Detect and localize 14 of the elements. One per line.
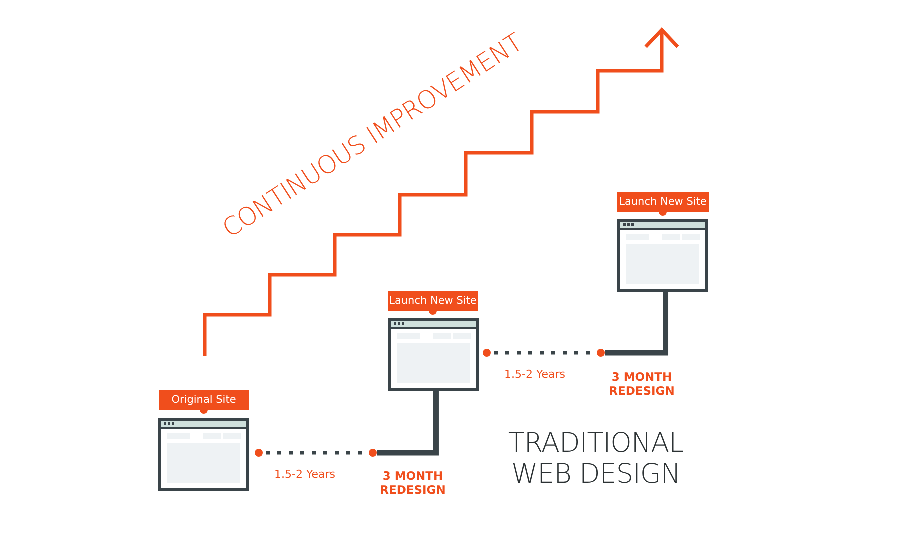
solid-connector [377,391,439,456]
dot-marker [597,349,605,357]
edge-label: 1.5-2 Years [274,468,336,481]
browser-window-icon [388,318,479,391]
browser-window-icon [158,418,249,491]
heading: TRADITIONAL WEB DESIGN [507,428,685,490]
edge-label: 1.5-2 Years [504,368,566,381]
solid-connector [605,292,668,356]
browser-window-icon [617,219,709,292]
dot-marker [483,349,491,357]
edge-label: 3 MONTH REDESIGN [379,469,447,497]
dot-marker [255,449,263,457]
dot-marker [369,449,377,457]
edge-label: 3 MONTH REDESIGN [608,370,676,398]
